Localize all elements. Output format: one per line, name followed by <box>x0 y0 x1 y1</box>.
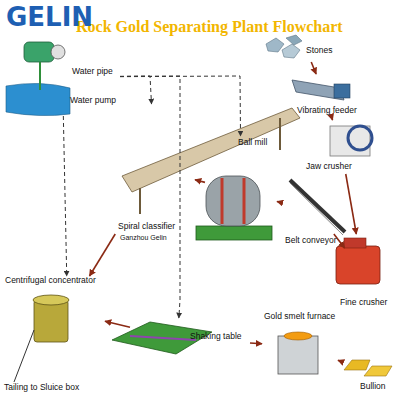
suction-pipe <box>39 62 41 90</box>
classifier-trough <box>122 108 300 192</box>
stone <box>286 35 302 45</box>
belt <box>290 180 345 232</box>
water-pump-illustration <box>6 42 70 116</box>
gold-bar <box>364 366 392 376</box>
maker-label: Ganzhou Gelin <box>120 234 167 241</box>
stones-illustration <box>266 35 302 58</box>
machine-label: Bullion <box>360 382 386 391</box>
stones-node: Stones <box>262 36 350 62</box>
flow-arrow <box>90 234 116 276</box>
mill-ring <box>243 178 246 224</box>
flow-arrow <box>105 321 130 327</box>
furnace-node: Gold smelt furnace <box>262 312 342 380</box>
flow-arrow <box>331 118 333 120</box>
flow-arrow <box>311 62 316 74</box>
bullion-illustration <box>344 360 392 376</box>
classifier-leg <box>139 188 141 214</box>
flow-arrow <box>277 201 282 202</box>
gold-bar <box>344 360 370 370</box>
machine-label: Vibrating feeder <box>297 106 357 115</box>
machine-label: Ball mill <box>238 138 267 147</box>
water-pipe <box>120 76 241 136</box>
concentrator-top <box>33 295 69 305</box>
pump-head <box>51 45 65 59</box>
water-pipe <box>120 76 152 104</box>
crusher-body <box>336 246 380 284</box>
fine-crusher-illustration <box>336 238 380 284</box>
machine-label: Fine crusher <box>340 298 387 307</box>
conveyor-node: Belt conveyor <box>282 176 352 248</box>
flow-arrow <box>338 360 342 362</box>
crusher-node: Jaw crusher <box>300 120 382 174</box>
flow-arrow <box>250 342 262 344</box>
brand-logo: GELIN <box>6 2 93 32</box>
flow-arrow <box>346 174 357 234</box>
stone <box>282 44 300 58</box>
water-pipe <box>63 116 66 276</box>
mill-node: Ball mill <box>205 136 277 248</box>
furnace-body <box>278 336 318 374</box>
mill-base <box>196 226 272 240</box>
vibrating-feeder-illustration <box>292 80 350 100</box>
machine-label: Spiral classifier <box>118 222 175 231</box>
crusher-node: Fine crusher <box>328 234 398 310</box>
stone <box>266 38 284 52</box>
jaw-crusher-illustration <box>330 126 372 156</box>
table-node: Shaking table <box>105 318 250 360</box>
machine-label: Shaking table <box>190 332 242 341</box>
machine-label: Belt conveyor <box>285 236 337 245</box>
machine-label: Centrifugal concentrator <box>5 276 96 285</box>
mill-ring <box>221 178 224 224</box>
feeder-motor <box>334 84 350 98</box>
furnace-illustration <box>278 332 318 374</box>
machine-label: Water pump <box>70 96 116 105</box>
mill-drum <box>206 176 260 226</box>
water-pool <box>6 83 70 115</box>
ball-mill-illustration <box>196 176 272 240</box>
pump-node: Water pump <box>5 38 120 116</box>
concentrator-node: Centrifugal concentrator <box>5 276 130 348</box>
machine-label: Gold smelt furnace <box>264 312 335 321</box>
belt-conveyor-illustration <box>290 180 345 235</box>
flow-arrow <box>195 180 205 183</box>
water-pipe <box>120 76 180 318</box>
classifier-node: Spiral classifier <box>115 104 195 234</box>
crusher-hopper <box>344 238 366 248</box>
pump-motor <box>24 42 54 62</box>
table-rail <box>130 336 196 340</box>
tailing-arrow <box>14 330 34 382</box>
pipe-label: Water pipe <box>72 66 113 76</box>
machine-label: Stones <box>306 46 332 55</box>
tailing-label: Tailing to Sluice box <box>4 382 79 392</box>
molten-gold <box>284 332 312 340</box>
classifier-leg <box>279 118 281 150</box>
feeder-node: Vibrating feeder <box>285 74 365 118</box>
chart-title: Rock Gold Separating Plant Flowchart <box>76 18 343 36</box>
bullion-node: Bullion <box>338 350 398 394</box>
flywheel <box>348 126 372 150</box>
belt-frame <box>290 183 343 235</box>
machine-label: Jaw crusher <box>306 162 352 171</box>
centrifugal-concentrator-illustration <box>14 295 69 382</box>
concentrator-body <box>34 300 68 342</box>
